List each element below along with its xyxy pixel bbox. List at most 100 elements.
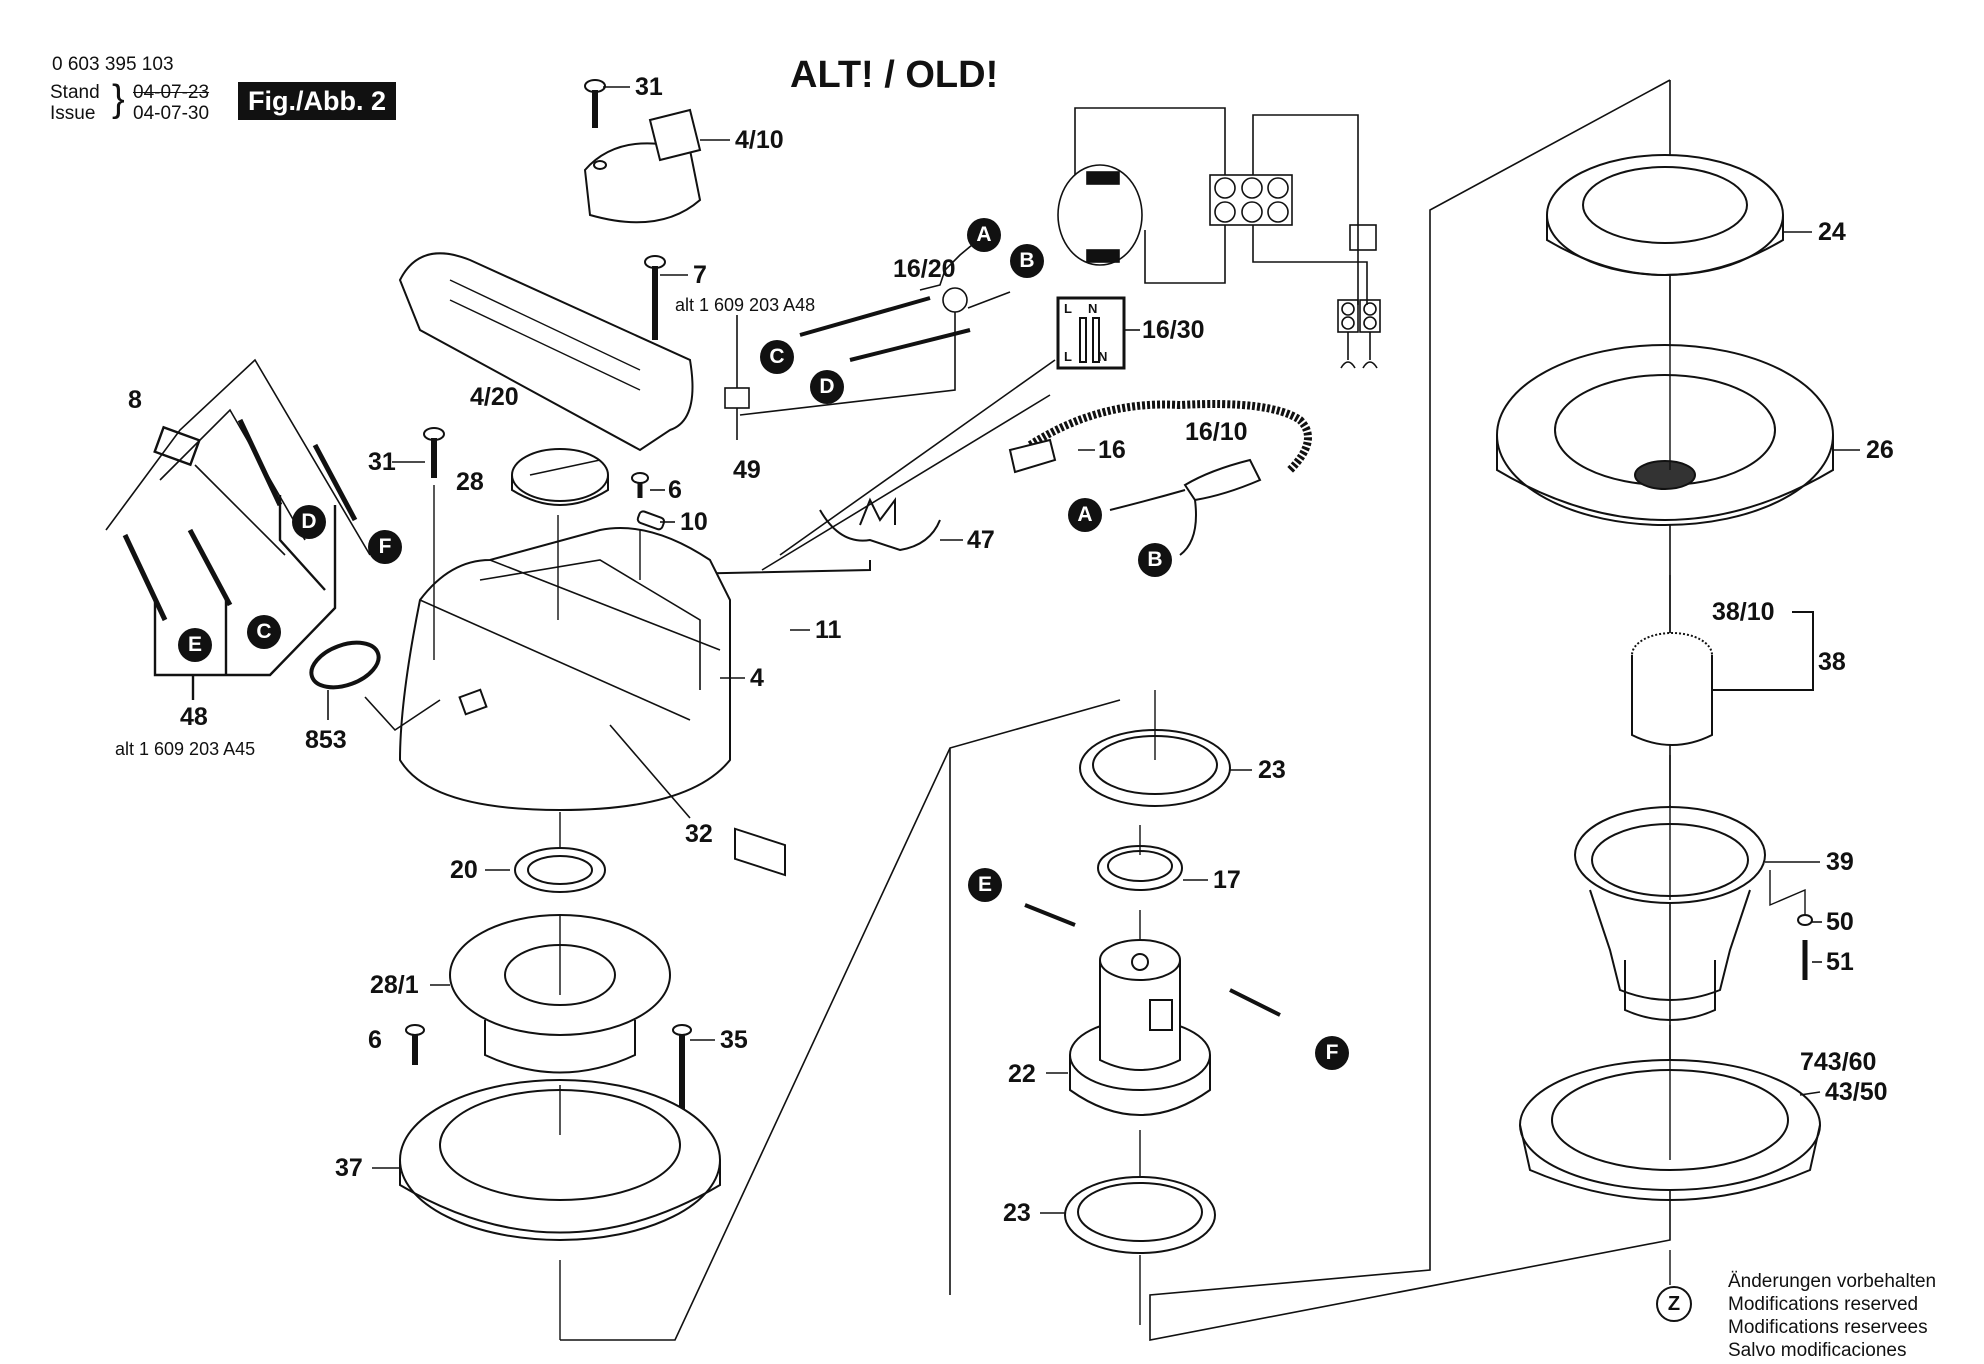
note-line: Änderungen vorbehalten bbox=[1728, 1271, 1937, 1292]
callout-16-20: 16/20 bbox=[893, 255, 956, 283]
callout-37: 37 bbox=[335, 1154, 363, 1182]
callout-alt-a48: alt 1 609 203 A48 bbox=[675, 295, 816, 315]
connector-c-top: C bbox=[760, 340, 794, 374]
callout-8: 8 bbox=[128, 386, 142, 414]
switch-label-n-bottom: N bbox=[1098, 349, 1108, 364]
callout-24: 24 bbox=[1818, 218, 1846, 246]
part-23-seal-top bbox=[1079, 690, 1231, 807]
screw-7 bbox=[644, 255, 666, 340]
note-line: Salvo modificaciones bbox=[1728, 1340, 1907, 1361]
callout-39: 39 bbox=[1826, 848, 1854, 876]
switch-label-n-top: N bbox=[1088, 301, 1098, 316]
callout-17: 17 bbox=[1213, 866, 1241, 894]
part-28-cap bbox=[511, 448, 609, 620]
part-number: 0 603 395 103 bbox=[52, 54, 174, 75]
callout-853: 853 bbox=[305, 726, 347, 754]
figure-label: Fig./Abb. 2 bbox=[238, 82, 396, 120]
connector-z: Z bbox=[1656, 1286, 1692, 1322]
callout-10: 10 bbox=[680, 508, 708, 536]
switch-label-l-top: L bbox=[1064, 301, 1072, 316]
part-43-50-seal bbox=[1519, 1025, 1821, 1285]
note-line: Modifications reserved bbox=[1728, 1294, 1919, 1315]
callout-26: 26 bbox=[1866, 436, 1894, 464]
callout-32: 32 bbox=[685, 820, 713, 848]
screw-51-nut-50 bbox=[1797, 914, 1813, 980]
callout-16-10: 16/10 bbox=[1185, 418, 1248, 446]
part-17-ring bbox=[1097, 825, 1183, 891]
callout-43-50: 43/50 bbox=[1825, 1078, 1888, 1106]
part-4-20-handle bbox=[398, 252, 694, 452]
screw-6-bottom bbox=[405, 1024, 425, 1065]
brace-icon: } bbox=[112, 78, 125, 120]
callout-743-60: 743/60 bbox=[1800, 1048, 1877, 1076]
callout-20: 20 bbox=[450, 856, 478, 884]
callout-23-top: 23 bbox=[1258, 756, 1286, 784]
leader-lines bbox=[372, 86, 1860, 1214]
callout-28: 28 bbox=[456, 468, 484, 496]
part-11-label bbox=[734, 827, 786, 877]
connector-f-harness: F bbox=[368, 530, 402, 564]
callout-47: 47 bbox=[967, 526, 995, 554]
callout-16-30: 16/30 bbox=[1142, 316, 1205, 344]
part-23-seal-bottom bbox=[1064, 1176, 1216, 1325]
connector-d-harness: D bbox=[292, 505, 326, 539]
issue-label: Issue bbox=[50, 103, 96, 124]
part-6-10-screw-clamp bbox=[631, 472, 666, 580]
callout-51: 51 bbox=[1826, 948, 1854, 976]
screw-31-left bbox=[423, 427, 445, 660]
switch-label-l-bottom: L bbox=[1064, 349, 1072, 364]
callout-31-left: 31 bbox=[368, 448, 396, 476]
callout-11: 11 bbox=[815, 616, 842, 644]
part-38-filter bbox=[1631, 611, 1814, 800]
connector-a-cable: A bbox=[1068, 498, 1102, 532]
callout-49: 49 bbox=[733, 456, 761, 484]
callout-31-top: 31 bbox=[635, 73, 663, 101]
part-26-filter-basket bbox=[1496, 344, 1834, 640]
part-4-housing bbox=[398, 527, 732, 812]
callout-alt-a45: alt 1 609 203 A45 bbox=[115, 739, 256, 759]
connector-f-motor: F bbox=[1315, 1036, 1349, 1070]
callout-6-bottom: 6 bbox=[368, 1026, 382, 1054]
callout-38-10: 38/10 bbox=[1712, 598, 1775, 626]
part-48-wiring-harness bbox=[105, 358, 371, 700]
callout-48: 48 bbox=[180, 703, 208, 731]
part-16-30-switch bbox=[1056, 296, 1126, 370]
connector-c-harness: C bbox=[247, 615, 281, 649]
part-39-filter-cage bbox=[1574, 805, 1806, 1021]
part-4-10-cover bbox=[583, 108, 702, 224]
callout-35: 35 bbox=[720, 1026, 748, 1054]
section-divider-middle bbox=[560, 699, 1121, 1341]
part-16-20-wires bbox=[724, 239, 1011, 440]
part-20-seal bbox=[514, 812, 606, 893]
callout-22: 22 bbox=[1008, 1060, 1036, 1088]
callout-4-20: 4/20 bbox=[470, 383, 519, 411]
callout-28-1: 28/1 bbox=[370, 971, 419, 999]
callout-4: 4 bbox=[750, 664, 764, 692]
connector-b-cable: B bbox=[1138, 543, 1172, 577]
part-37-base bbox=[399, 1079, 721, 1340]
page-title: ALT! / OLD! bbox=[790, 54, 999, 96]
connector-d-top: D bbox=[810, 370, 844, 404]
issue-date: 04-07-30 bbox=[133, 103, 210, 124]
screw-35 bbox=[672, 1024, 692, 1110]
callout-7: 7 bbox=[693, 261, 707, 289]
part-24-ring bbox=[1546, 154, 1784, 340]
callout-23-bottom: 23 bbox=[1003, 1199, 1031, 1227]
callout-50: 50 bbox=[1826, 908, 1854, 936]
part-16-power-cable bbox=[1008, 400, 1312, 556]
callout-16: 16 bbox=[1098, 436, 1126, 464]
section-divider-right bbox=[1149, 79, 1671, 1341]
connector-a-top: A bbox=[967, 218, 1001, 252]
modifications-notes: Änderungen vorbehalten Modifications res… bbox=[1728, 1270, 1936, 1362]
callout-4-10: 4/10 bbox=[735, 126, 784, 154]
callout-6-top: 6 bbox=[668, 476, 682, 504]
stand-label: Stand bbox=[50, 82, 100, 103]
part-853-clamp bbox=[309, 640, 441, 732]
callout-38: 38 bbox=[1818, 648, 1846, 676]
note-line: Modifications reservees bbox=[1728, 1317, 1928, 1338]
part-28-1-filter-holder bbox=[449, 914, 671, 1074]
part-22-motor bbox=[1024, 903, 1281, 1210]
old-date: 04-07-23 bbox=[133, 82, 210, 103]
screw-31-top bbox=[584, 79, 606, 128]
